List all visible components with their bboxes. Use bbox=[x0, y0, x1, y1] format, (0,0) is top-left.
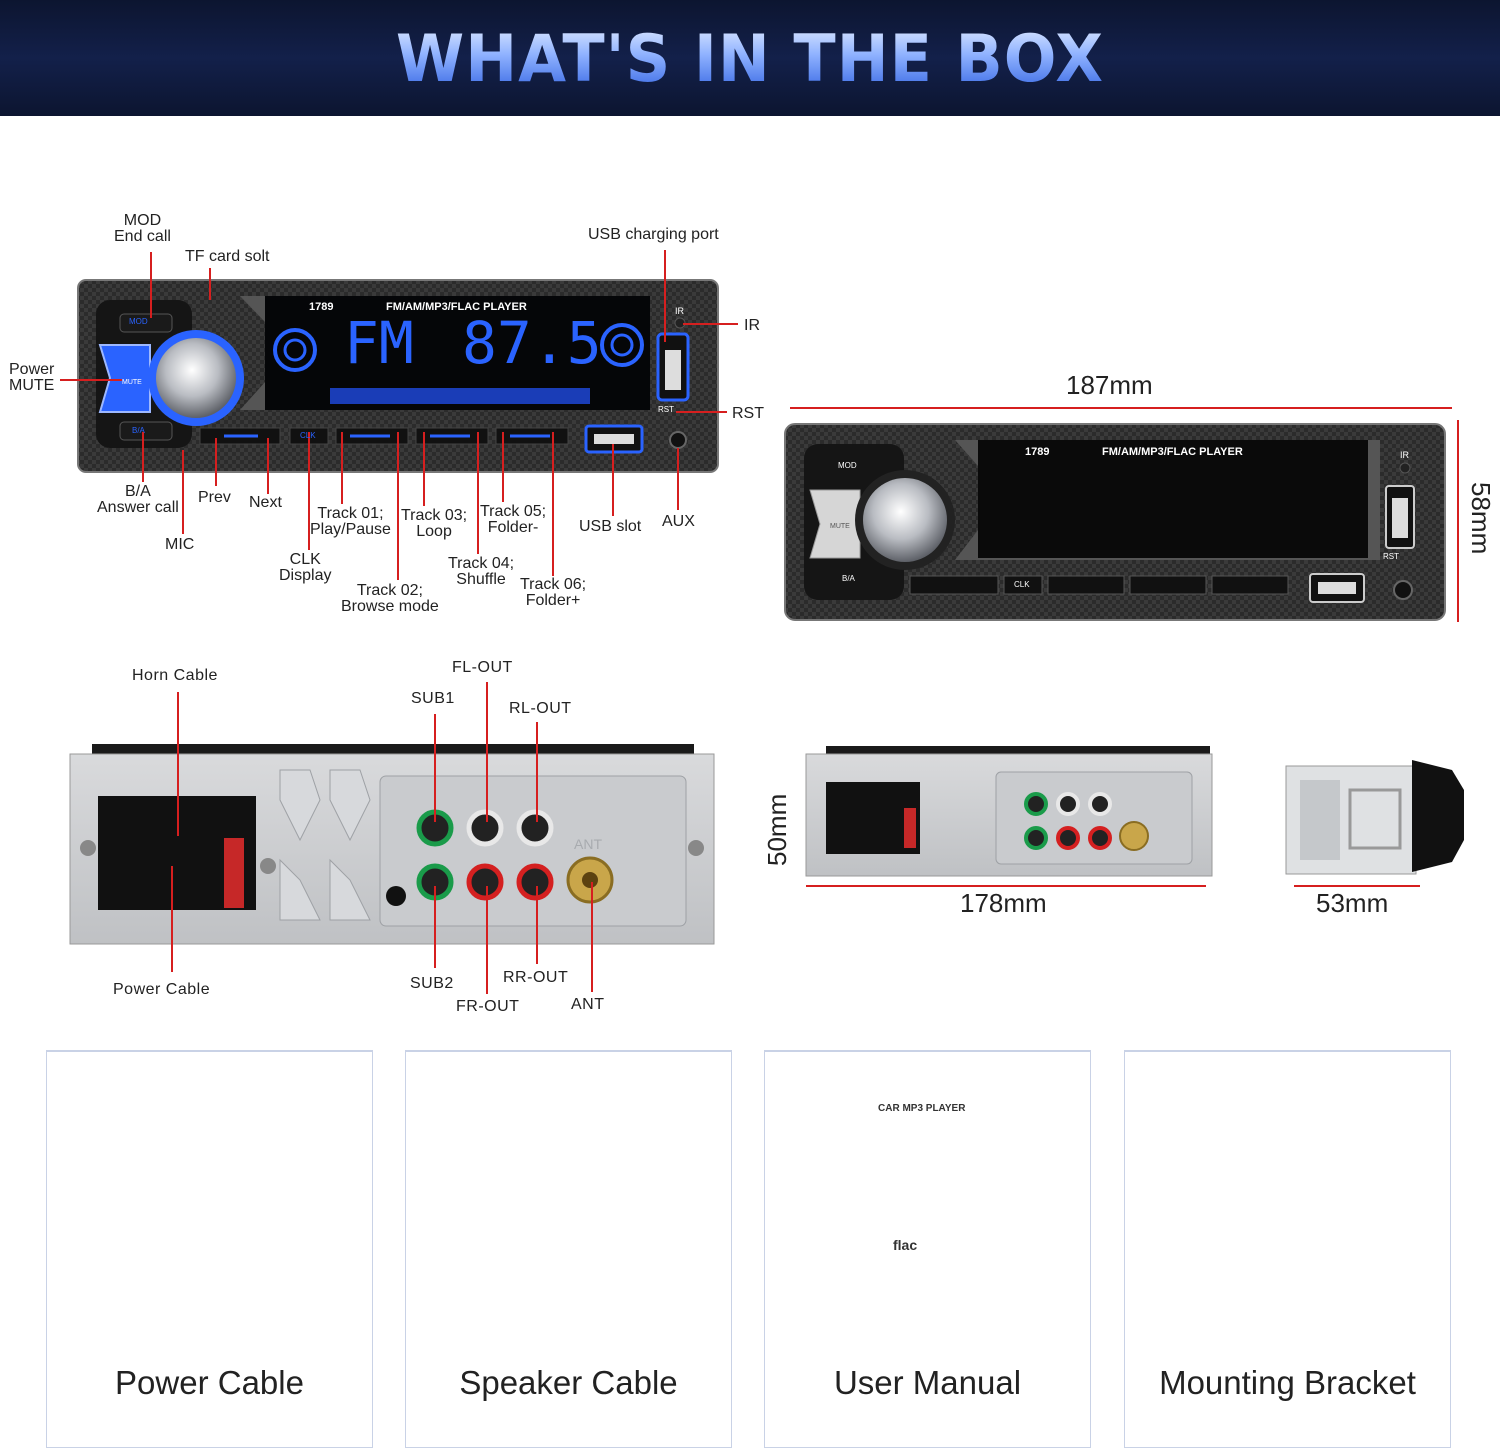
box-item-label: Speaker Cable bbox=[459, 1364, 678, 1401]
panel2-ir-marker: IR bbox=[1400, 450, 1409, 460]
label-rr-out: RR-OUT bbox=[503, 969, 569, 986]
front-panel-lit bbox=[77, 279, 719, 473]
label-usb-charging: USB charging port bbox=[588, 226, 719, 243]
label-aux: AUX bbox=[662, 513, 695, 530]
label-next: Next bbox=[249, 494, 282, 511]
box-item-power-cable: Power Cable bbox=[46, 1050, 373, 1448]
box-item-mounting-bracket: Mounting Bracket bbox=[1124, 1050, 1451, 1448]
label-track02: Track 02; Browse mode bbox=[341, 582, 439, 615]
panel2-clk-button[interactable]: CLK bbox=[1014, 580, 1030, 589]
dim-rear-height: 50mm bbox=[762, 793, 792, 866]
label-rl-out: RL-OUT bbox=[509, 700, 572, 717]
clk-button[interactable]: CLK bbox=[300, 431, 316, 440]
ant-embossed-mark: ANT bbox=[574, 836, 602, 852]
dim-height: 58mm bbox=[1466, 482, 1496, 555]
label-fl-out: FL-OUT bbox=[452, 659, 513, 676]
label-ir: IR bbox=[744, 317, 760, 334]
label-rst: RST bbox=[732, 405, 764, 422]
mod-button[interactable]: MOD bbox=[129, 317, 148, 326]
label-track05: Track 05; Folder- bbox=[480, 503, 547, 536]
banner-title: WHAT'S IN THE BOX bbox=[395, 19, 1105, 97]
rear-panel-dimensioned bbox=[805, 746, 1213, 877]
label-track06: Track 06; Folder+ bbox=[520, 576, 587, 609]
dimension-lines bbox=[790, 407, 1459, 887]
label-fr-out: FR-OUT bbox=[456, 998, 520, 1015]
panel2-model: 1789 bbox=[1025, 446, 1050, 458]
box-item-label: User Manual bbox=[833, 1364, 1022, 1401]
ba-button[interactable]: B/A bbox=[132, 426, 145, 435]
label-track01: Track 01; Play/Pause bbox=[310, 505, 391, 538]
box-item-user-manual: User Manual bbox=[764, 1050, 1091, 1448]
header-banner: WHAT'S IN THE BOX bbox=[0, 0, 1500, 116]
label-power: Power MUTE bbox=[9, 361, 55, 394]
front-panel-dimensioned bbox=[784, 423, 1446, 621]
label-tf-slot: TF card solt bbox=[185, 248, 270, 265]
panel-display-band: FM bbox=[344, 309, 414, 377]
mute-button[interactable]: MUTE bbox=[122, 379, 142, 386]
panel2-ba-button[interactable]: B/A bbox=[842, 574, 855, 583]
label-track04: Track 04; Shuffle bbox=[448, 555, 515, 588]
manual-cover-title: CAR MP3 PLAYER bbox=[878, 1103, 966, 1114]
label-usb-slot: USB slot bbox=[579, 518, 642, 535]
rst-marker: RST bbox=[658, 405, 674, 414]
label-sub2: SUB2 bbox=[410, 975, 454, 992]
dim-width: 187mm bbox=[1066, 370, 1153, 400]
ir-marker: IR bbox=[675, 306, 684, 316]
dim-depth: 53mm bbox=[1316, 888, 1389, 918]
label-mod: MOD End call bbox=[114, 212, 171, 245]
label-sub1: SUB1 bbox=[411, 690, 455, 707]
panel2-display-title: FM/AM/MP3/FLAC PLAYER bbox=[1102, 446, 1243, 458]
label-mic: MIC bbox=[165, 536, 195, 553]
box-item-label: Power Cable bbox=[115, 1364, 304, 1401]
panel-display-title: FM/AM/MP3/FLAC PLAYER bbox=[386, 301, 527, 313]
dim-rear-width: 178mm bbox=[960, 888, 1047, 918]
label-power-cable: Power Cable bbox=[113, 981, 211, 998]
label-ba: B/A Answer call bbox=[97, 483, 179, 516]
label-clk: CLK Display bbox=[279, 551, 332, 584]
manual-flac-mark: flac bbox=[893, 1237, 918, 1253]
front-leader-lines bbox=[60, 250, 738, 580]
panel2-mute-button[interactable]: MUTE bbox=[830, 523, 850, 530]
label-ant: ANT bbox=[571, 996, 605, 1013]
label-horn-cable: Horn Cable bbox=[132, 667, 218, 684]
rear-leader-lines bbox=[171, 682, 593, 994]
label-prev: Prev bbox=[198, 489, 231, 506]
panel-model: 1789 bbox=[309, 301, 334, 313]
box-item-label: Mounting Bracket bbox=[1159, 1364, 1416, 1401]
panel2-mod-button[interactable]: MOD bbox=[838, 461, 857, 470]
panel-display-freq: 87.5 bbox=[462, 309, 602, 377]
rear-panel bbox=[69, 744, 715, 945]
panel2-rst-marker: RST bbox=[1383, 552, 1399, 561]
box-item-speaker-cable: Speaker Cable bbox=[405, 1050, 732, 1448]
label-track03: Track 03; Loop bbox=[401, 507, 468, 540]
side-view bbox=[1285, 760, 1464, 875]
